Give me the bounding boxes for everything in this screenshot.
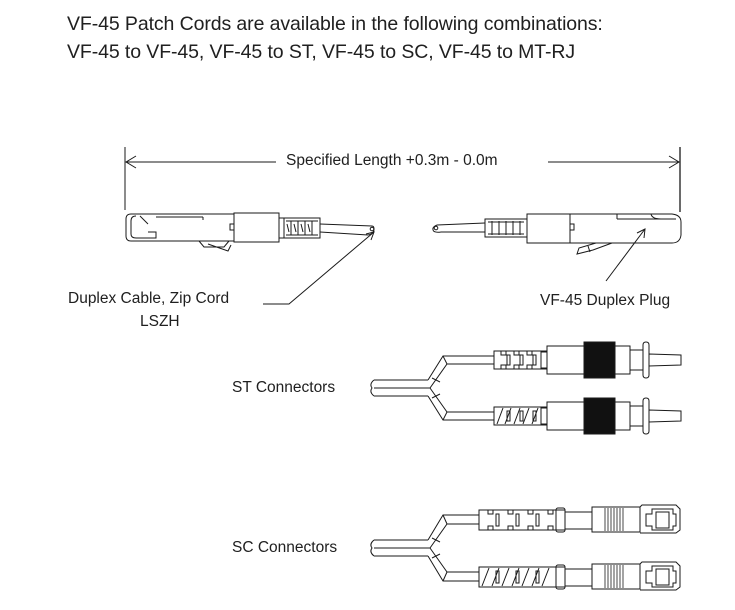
arrowhead-left-icon — [126, 156, 136, 168]
vf45-plug-left — [126, 213, 374, 251]
arrowhead-right-icon — [669, 156, 679, 168]
cable-callout-line-1: Duplex Cable, Zip Cord — [68, 290, 230, 307]
intro-line-2: VF-45 to VF-45, VF-45 to ST, VF-45 to SC… — [67, 41, 576, 63]
strain-relief-left — [284, 218, 318, 238]
leader-plug — [606, 229, 645, 281]
sc-connectors-label: SC Connectors — [232, 539, 338, 556]
strain-relief-right — [485, 219, 527, 237]
leader-cable — [263, 232, 374, 304]
vf45-plug-right — [433, 214, 681, 254]
dimension-line — [125, 147, 680, 212]
cable-callout-line-2: LSZH — [140, 313, 180, 330]
sc-connector-bottom — [479, 562, 680, 590]
intro-text: VF-45 Patch Cords are available in the f… — [67, 10, 603, 66]
st-connector-bottom — [494, 398, 681, 434]
sc-connector-pair — [371, 505, 680, 590]
intro-line-1: VF-45 Patch Cords are available in the f… — [67, 13, 603, 35]
st-connector-top — [494, 342, 681, 378]
sc-connector-top — [479, 505, 680, 533]
dimension-label: Specified Length +0.3m - 0.0m — [286, 152, 498, 169]
st-connector-pair — [371, 342, 681, 434]
st-connectors-label: ST Connectors — [232, 379, 336, 396]
plug-callout: VF-45 Duplex Plug — [540, 292, 671, 309]
